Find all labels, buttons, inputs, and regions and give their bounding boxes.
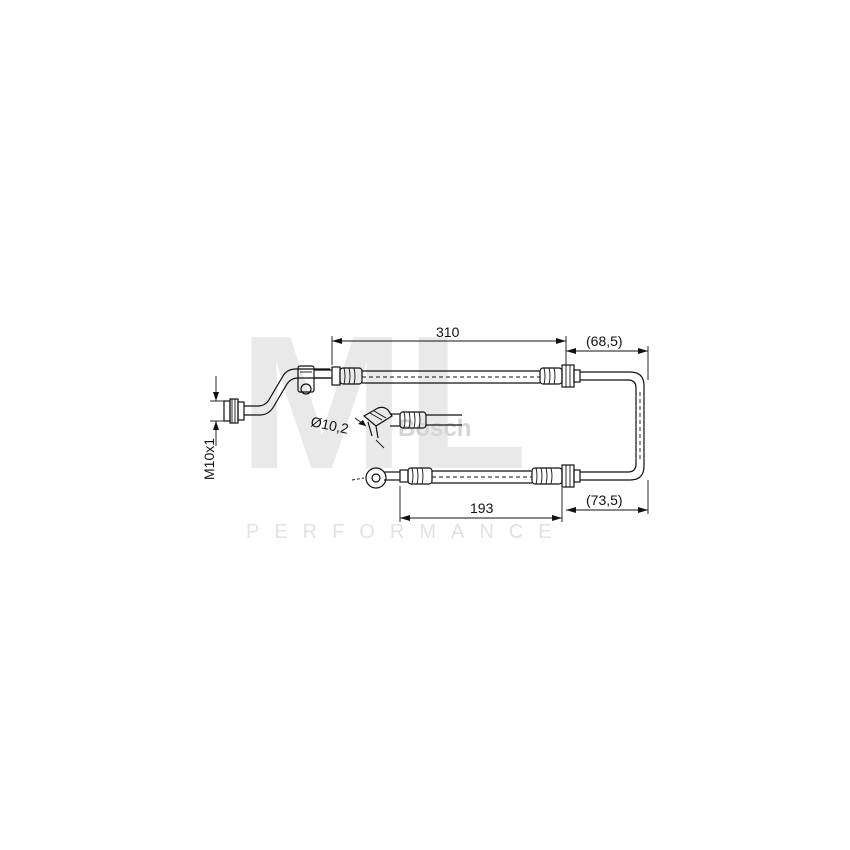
dim-label-thread: M10x1 (201, 438, 217, 480)
dimension-thread: M10x1 (201, 376, 226, 480)
dim-label-68-5: (68,5) (586, 333, 623, 349)
upper-hose (223, 364, 581, 424)
watermark-logo: ML (238, 297, 528, 509)
lower-ferrule-left (399, 467, 433, 485)
watermark-subtitle: PERFORMANCE (246, 521, 567, 543)
dimension-73-5: (73,5) (566, 480, 649, 514)
steel-pipe-loop (580, 371, 645, 481)
watermark: ML PERFORMANCE Bosch (238, 297, 567, 543)
crimp-ferrule-left (331, 366, 363, 386)
fitting-detail-view (354, 406, 462, 449)
steel-pipe-bent (244, 368, 330, 407)
threaded-fitting-left (223, 398, 245, 424)
dim-label-193: 193 (470, 500, 494, 516)
dim-label-diameter: Ø10,2 (309, 413, 350, 437)
banjo-eye-fitting (351, 467, 400, 489)
dimension-193: 193 (399, 486, 563, 522)
dim-label-310: 310 (436, 324, 460, 340)
dimension-68-5: (68,5) (566, 333, 649, 380)
rubber-hose-bottom (432, 470, 532, 484)
rubber-hose-top (362, 370, 540, 384)
mounting-bracket (297, 365, 315, 395)
dimension-diameter: Ø10,2 (309, 413, 350, 437)
lower-ferrule-right (531, 464, 581, 488)
crimp-ferrule-right (539, 364, 581, 388)
lower-hose (351, 464, 581, 489)
dimension-310: 310 (331, 324, 567, 365)
dim-label-73-5: (73,5) (586, 492, 623, 508)
